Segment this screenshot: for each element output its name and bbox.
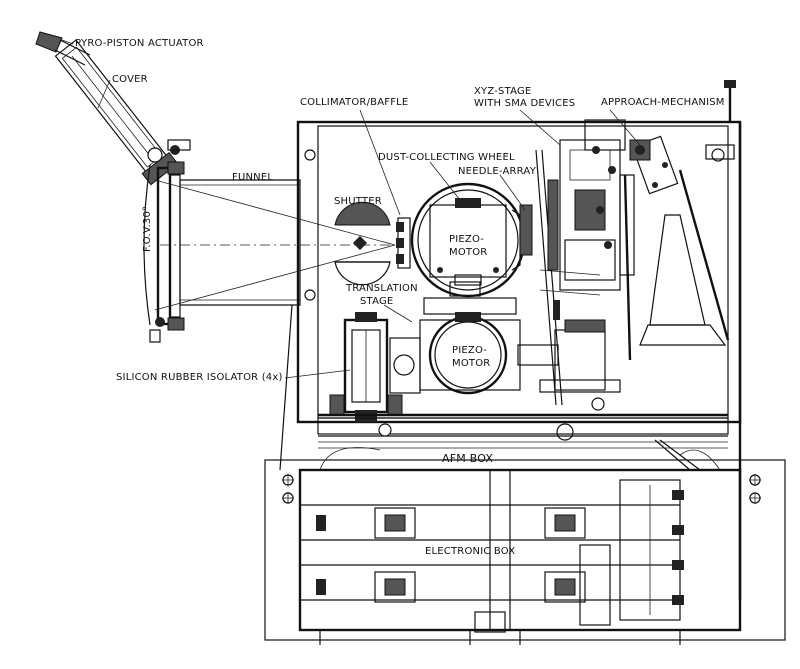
translation-stage xyxy=(389,312,621,411)
label-translation-stage-1: TRANSLATION xyxy=(346,283,418,294)
label-pyro-piston-actuator: PYRO-PISTON ACTUATOR xyxy=(75,38,204,49)
label-dust-collecting-wheel: DUST-COLLECTING WHEEL xyxy=(378,152,515,163)
silicon-isolator xyxy=(318,312,728,422)
approach-mechanism xyxy=(623,135,730,361)
label-fov: F.O.V.30° xyxy=(142,205,153,252)
electronic-box xyxy=(264,447,786,645)
label-approach-mechanism: APPROACH-MECHANISM xyxy=(601,97,725,108)
label-needle-array: NEEDLE-ARRAY xyxy=(458,166,537,177)
label-silicon-rubber-isolator: SILICON RUBBER ISOLATOR (4x) xyxy=(116,372,283,383)
label-xyz-stage: XYZ-STAGE xyxy=(474,86,532,97)
label-cover: COVER xyxy=(112,74,148,85)
afm-base xyxy=(317,417,729,471)
funnel-assembly xyxy=(143,161,396,343)
label-electronic-box: ELECTRONIC BOX xyxy=(425,546,516,557)
label-funnel: FUNNEL xyxy=(232,172,274,183)
cover-assembly xyxy=(35,31,191,186)
label-afm-box: AFM BOX xyxy=(442,452,494,465)
label-xyz-stage-sub: WITH SMA DEVICES xyxy=(474,98,576,109)
shutter-collimator xyxy=(334,201,411,286)
label-translation-stage-2: STAGE xyxy=(360,296,394,307)
label-piezo-lower-1: PIEZO- xyxy=(452,345,488,356)
label-piezo-upper-2: MOTOR xyxy=(449,247,488,258)
label-piezo-lower-2: MOTOR xyxy=(452,358,491,369)
label-collimator-baffle: COLLIMATOR/BAFFLE xyxy=(300,97,409,108)
leader-lines xyxy=(61,39,641,379)
label-piezo-upper-1: PIEZO- xyxy=(449,234,485,245)
xyz-stage xyxy=(519,119,635,406)
label-shutter: SHUTTER xyxy=(334,196,382,207)
